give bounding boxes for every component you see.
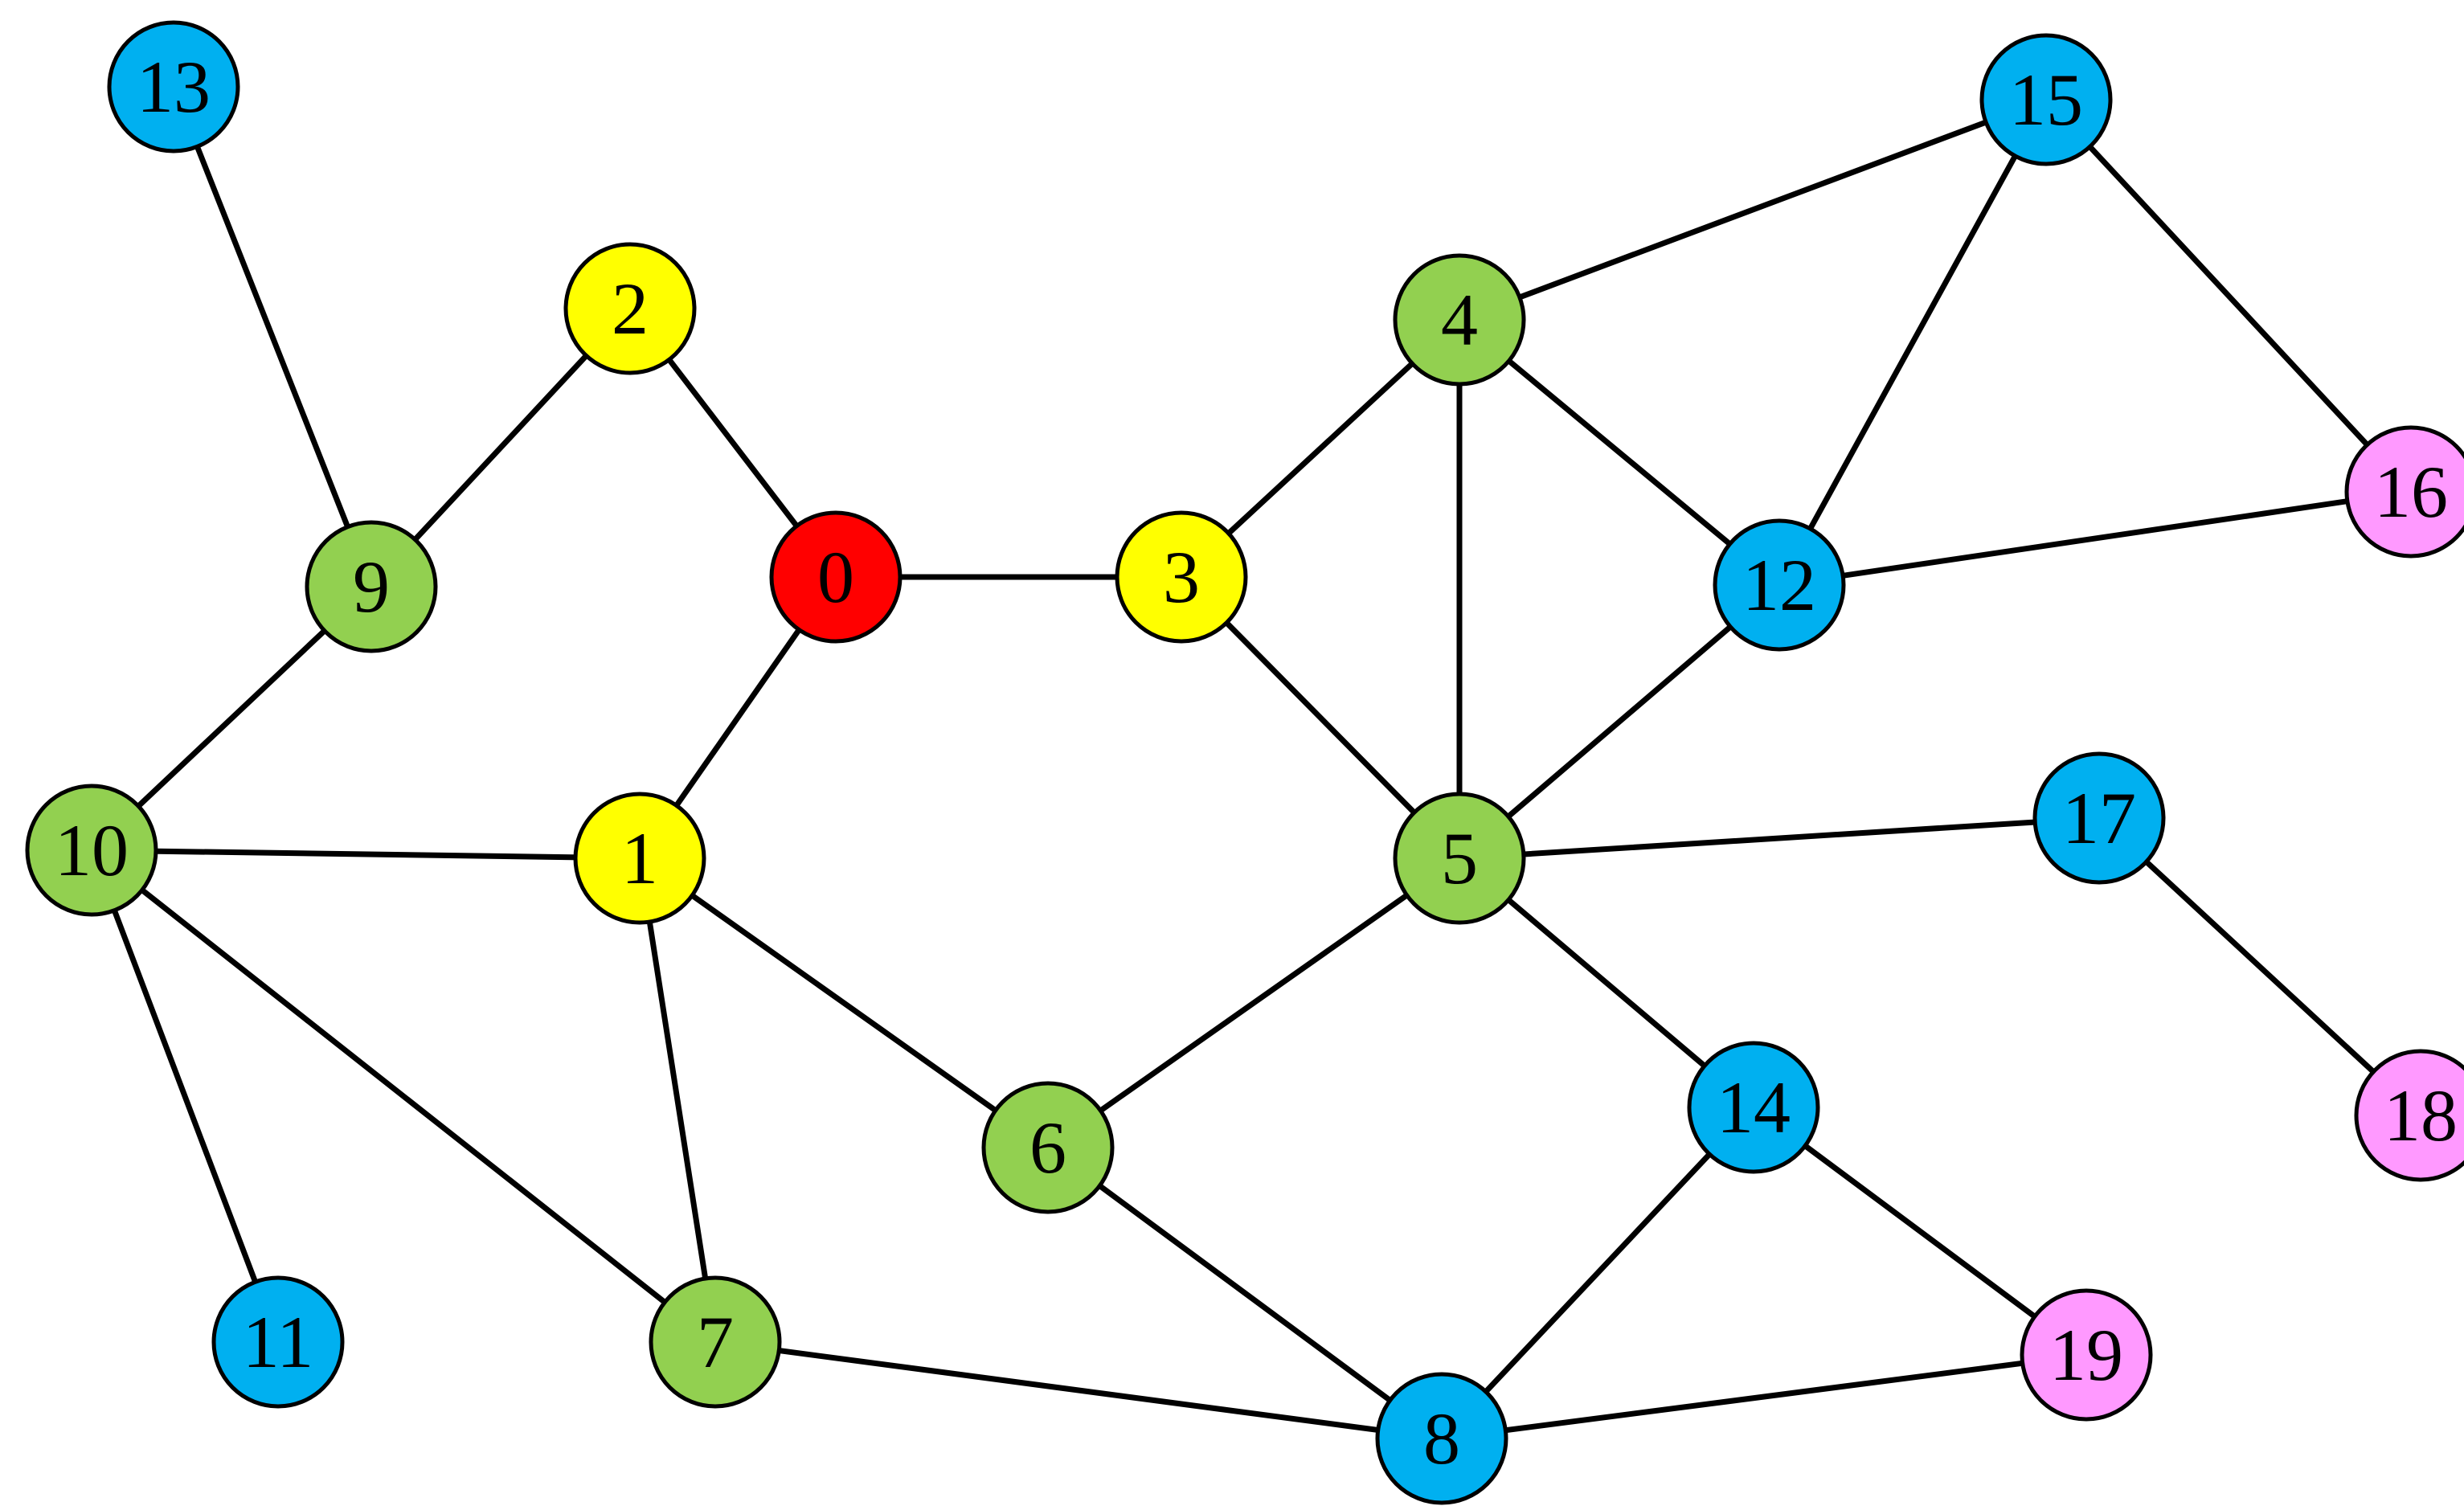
edge-4-15 — [1456, 96, 2049, 323]
node-circle — [2344, 425, 2464, 559]
node-15: 15 — [1979, 33, 2113, 166]
node-circle — [1687, 1041, 1820, 1174]
node-label: 4 — [1441, 279, 1478, 361]
node-label: 2 — [612, 268, 649, 350]
node-label: 16 — [2374, 451, 2448, 533]
edge-12-16 — [1776, 489, 2414, 588]
edge-4-12 — [1456, 317, 1783, 588]
node-label: 19 — [2049, 1314, 2123, 1396]
edge-6-8 — [1045, 1144, 1445, 1442]
node-0: 0 — [769, 510, 903, 644]
node-circle — [1393, 253, 1526, 387]
node-7: 7 — [649, 1275, 782, 1409]
node-11: 11 — [211, 1275, 345, 1409]
node-label: 7 — [697, 1301, 734, 1383]
node-6: 6 — [981, 1081, 1115, 1214]
node-circle — [981, 1081, 1115, 1214]
edge-7-8 — [712, 1339, 1445, 1442]
node-circle — [1375, 1372, 1508, 1505]
node-circle — [769, 510, 903, 644]
node-circle — [211, 1275, 345, 1409]
node-label: 9 — [353, 546, 390, 628]
node-label: 0 — [817, 536, 854, 618]
node-circle — [573, 792, 706, 925]
node-5: 5 — [1393, 792, 1526, 925]
node-label: 12 — [1742, 544, 1816, 626]
node-18: 18 — [2354, 1049, 2464, 1182]
node-circle — [1713, 518, 1846, 652]
node-circle — [2020, 1288, 2153, 1422]
edge-15-16 — [2043, 96, 2414, 495]
node-circle — [1393, 792, 1526, 925]
node-4: 4 — [1393, 253, 1526, 387]
node-label: 6 — [1029, 1107, 1066, 1189]
node-label: 10 — [55, 809, 129, 891]
edge-10-7 — [88, 847, 718, 1345]
edge-5-6 — [1045, 855, 1463, 1151]
node-circle — [1115, 510, 1248, 644]
node-2: 2 — [563, 242, 697, 375]
node-14: 14 — [1687, 1041, 1820, 1174]
node-circle — [2032, 751, 2166, 885]
node-9: 9 — [305, 520, 438, 653]
node-label: 14 — [1717, 1066, 1791, 1148]
node-13: 13 — [107, 20, 240, 153]
node-label: 15 — [2009, 59, 2083, 141]
node-12: 12 — [1713, 518, 1846, 652]
edge-12-5 — [1456, 582, 1783, 861]
edge-15-12 — [1776, 96, 2049, 588]
node-label: 8 — [1423, 1398, 1460, 1479]
node-17: 17 — [2032, 751, 2166, 885]
edge-8-19 — [1439, 1352, 2089, 1442]
edge-10-1 — [88, 847, 643, 861]
node-circle — [107, 20, 240, 153]
edge-14-8 — [1439, 1104, 1757, 1442]
node-3: 3 — [1115, 510, 1248, 644]
node-circle — [1979, 33, 2113, 166]
edge-9-13 — [170, 84, 375, 590]
node-circle — [305, 520, 438, 653]
node-1: 1 — [573, 792, 706, 925]
node-label: 18 — [2384, 1074, 2458, 1156]
edge-10-11 — [88, 847, 281, 1345]
node-label: 11 — [243, 1301, 314, 1383]
node-label: 5 — [1441, 817, 1478, 899]
edge-1-7 — [636, 855, 718, 1345]
edge-1-6 — [636, 855, 1051, 1151]
node-8: 8 — [1375, 1372, 1508, 1505]
node-label: 17 — [2062, 777, 2136, 859]
node-circle — [2354, 1049, 2464, 1182]
edge-14-19 — [1750, 1104, 2089, 1358]
node-circle — [563, 242, 697, 375]
edge-5-17 — [1456, 815, 2102, 861]
edge-17-18 — [2096, 815, 2424, 1119]
node-circle — [649, 1275, 782, 1409]
node-19: 19 — [2020, 1288, 2153, 1422]
node-label: 1 — [621, 817, 658, 899]
node-16: 16 — [2344, 425, 2464, 559]
node-label: 13 — [137, 46, 211, 128]
node-10: 10 — [25, 784, 158, 917]
node-label: 3 — [1163, 536, 1200, 618]
node-circle — [25, 784, 158, 917]
